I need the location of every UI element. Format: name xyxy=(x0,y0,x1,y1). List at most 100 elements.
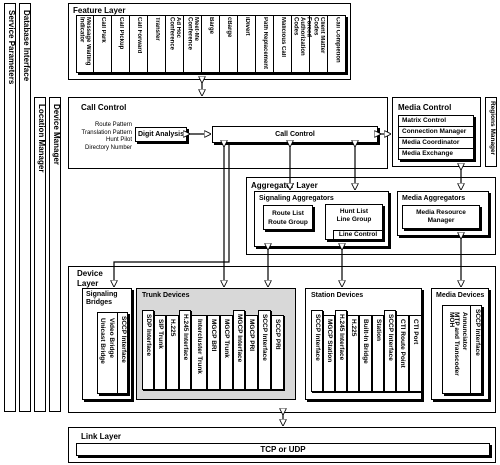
matrix-control: Matrix Control xyxy=(399,116,473,127)
feature-list: Message Waiting Indicator Call Park Call P… xyxy=(76,15,346,73)
media-control-list: Matrix Control Connection Manager Media … xyxy=(398,115,474,160)
feature-list-box xyxy=(76,15,346,73)
feature-item: iDivert xyxy=(238,15,256,73)
media-resource-manager: Media Resource Manager xyxy=(416,209,466,224)
aggregator-title: Aggregator Layer xyxy=(251,181,318,190)
station-item: Station xyxy=(372,315,384,392)
feature-item-label: Path Replacement xyxy=(261,17,268,70)
sb-unicast-bridge: Unicast Bridge xyxy=(99,318,106,364)
media-resource-manager-box: Media Resource Manager xyxy=(402,205,480,229)
route-list-box: Route List Route Group xyxy=(263,205,313,230)
trunk-item: H.245 Interface xyxy=(179,310,191,390)
feature-item-label: Malicious Call xyxy=(279,17,286,58)
feature-item-label: cBarge xyxy=(225,17,232,38)
md-mtp-transcoder: MTP and Transcoder xyxy=(453,312,460,376)
route-list: Route List xyxy=(272,210,304,217)
call-control-title: Call Control xyxy=(81,103,127,112)
tcp-udp-box: TCP or UDP xyxy=(76,443,490,456)
feature-item: Path Replacement xyxy=(256,15,274,73)
link-layer-title: Link Layer xyxy=(81,432,122,441)
station-item: SCCP Interface xyxy=(384,310,396,392)
line-group: Line Group xyxy=(336,216,372,223)
device-layer-title: Device Layer xyxy=(77,269,107,289)
md-sccp-interface: SCCP Interface xyxy=(470,305,482,394)
station-item: CTI Route Point xyxy=(396,315,409,392)
trunk-item: SIP Trunk xyxy=(154,315,166,390)
pattern-list: Route Pattern Translation Pattern Hunt P… xyxy=(70,122,132,152)
media-aggregators-title: Media Aggregators xyxy=(402,195,466,202)
feature-item: cBarge xyxy=(220,15,238,73)
station-item: H.225 xyxy=(347,315,359,392)
sb-sccp-interface: SCCP Interface xyxy=(117,312,128,394)
feature-item: Forced Authorization Codes xyxy=(292,15,312,73)
feature-item-label: Barge xyxy=(207,17,214,35)
feature-item-label: Forced Authorization Codes xyxy=(292,17,312,56)
trunk-item: MGCP PRI xyxy=(245,315,258,390)
feature-item-label: Meet-Me Conference xyxy=(186,17,200,51)
database-interface-bar: Database Interface xyxy=(19,3,31,412)
connection-manager: Connection Manager xyxy=(399,127,473,138)
station-item: MGCP Station xyxy=(323,315,335,392)
sb-video-bridge: Video Bridge xyxy=(108,318,115,358)
md-moh: MOH xyxy=(448,312,455,328)
call-control-box: Call Control xyxy=(212,126,378,143)
tcp-udp-label: TCP or UDP xyxy=(260,445,306,454)
trunk-item: SDP Interface xyxy=(142,310,154,390)
pattern-hunt-pilot: Hunt Pilot xyxy=(105,137,132,143)
feature-item-label: iDivert xyxy=(243,17,250,36)
feature-item-label: Call Forward xyxy=(135,17,142,54)
feature-item: Meet-Me Conference xyxy=(184,15,202,73)
media-coordinator: Media Coordinator xyxy=(399,138,473,149)
station-item: H.245 Interface xyxy=(335,310,347,392)
hunt-list: Hunt List xyxy=(339,208,369,215)
feature-item-label: Call Completion xyxy=(334,17,341,63)
feature-item-label: Call Park xyxy=(99,17,106,43)
trunk-item: Intercluster Trunk xyxy=(191,315,207,390)
trunk-item: SCCP PRI xyxy=(271,315,284,390)
line-control: Line Control xyxy=(338,231,378,238)
location-manager-bar: Location Manager xyxy=(34,97,46,412)
trunk-item: SCCP Interface xyxy=(258,310,271,390)
pattern-route: Route Pattern xyxy=(94,122,132,128)
digit-analysis-label: Digit Analysis xyxy=(137,131,185,138)
feature-item: Call Park xyxy=(94,15,112,73)
feature-item-label: Client Matter Codes xyxy=(312,17,326,54)
station-devices-title: Station Devices xyxy=(311,292,364,299)
call-control-box-label: Call Control xyxy=(275,131,315,138)
feature-item: Malicious Call xyxy=(274,15,292,73)
feature-item: Barge xyxy=(202,15,220,73)
feature-item-label: Message Waiting Indicator xyxy=(78,17,92,66)
feature-item-label: Transfer xyxy=(153,17,160,41)
trunk-item: MGCP Trunk xyxy=(220,315,233,390)
feature-item: Client Matter Codes xyxy=(310,15,328,73)
service-parameters-bar: Service Parameters xyxy=(4,3,16,412)
pattern-translation: Translation Pattern xyxy=(81,129,132,136)
feature-item: Call Completion xyxy=(328,15,346,73)
signaling-aggregators-title: Signaling Aggregators xyxy=(259,195,334,202)
md-annunciator: Annunciator xyxy=(461,312,468,351)
media-devices-title: Media Devices xyxy=(436,292,485,299)
device-manager-bar: Device Manager xyxy=(49,97,61,412)
media-exchange: Media Exchange xyxy=(402,150,453,157)
trunk-item: MGCP Interface xyxy=(233,310,245,390)
signaling-bridges-title: Signaling Bridges xyxy=(86,291,130,307)
arrow-call-signaling-bridges xyxy=(114,144,230,286)
feature-item-label: Call Pickup xyxy=(117,17,124,50)
feature-item: Ad Hoc Conference xyxy=(166,15,184,73)
feature-item: Call Pickup xyxy=(112,15,130,73)
pattern-directory-number: Directory Number xyxy=(84,144,132,151)
feature-item: Message Waiting Indicator xyxy=(76,15,94,73)
trunk-item: H.225 xyxy=(166,315,179,390)
station-item: CTI Port xyxy=(409,315,422,392)
device-layer-title-text: Device Layer xyxy=(77,269,103,288)
regions-manager-bar: Regions Manager xyxy=(485,97,497,167)
media-control-title: Media Control xyxy=(398,103,452,112)
trunk-devices-title: Trunk Devices xyxy=(142,292,190,299)
line-control-box: Line Control xyxy=(333,230,383,240)
feature-item: Call Forward xyxy=(130,15,148,73)
feature-layer-title: Feature Layer xyxy=(73,6,126,15)
route-group: Route Group xyxy=(268,219,308,226)
trunk-item: MGCP BRI xyxy=(207,315,220,390)
signaling-bridges-title-text: Signaling Bridges xyxy=(86,291,118,306)
